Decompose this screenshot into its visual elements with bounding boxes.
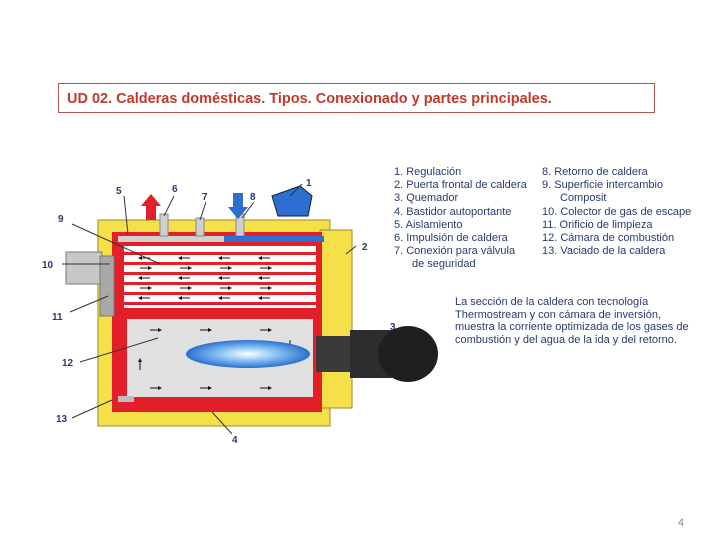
legend-item: 4. Bastidor autoportante xyxy=(394,205,512,218)
flow-return-arrow xyxy=(228,193,248,219)
callout-5: 5 xyxy=(116,186,122,197)
title-box: UD 02. Calderas domésticas. Tipos. Conex… xyxy=(58,83,655,113)
callout-13: 13 xyxy=(56,414,68,425)
callout-1: 1 xyxy=(306,178,312,189)
legend-item: 7. Conexión para válvula xyxy=(394,245,516,258)
exhaust-collector xyxy=(65,251,115,317)
legend-item: 8. Retorno de caldera xyxy=(542,166,648,178)
legend-item: 10. Colector de gas de escape xyxy=(542,205,692,218)
callout-2: 2 xyxy=(362,242,368,253)
heat-exchange-surface xyxy=(124,246,316,308)
callout-3: 3 xyxy=(390,322,396,333)
flame xyxy=(186,340,310,368)
slide-title: UD 02. Calderas domésticas. Tipos. Conex… xyxy=(67,91,552,107)
callout-8: 8 xyxy=(250,192,256,203)
callout-7: 7 xyxy=(202,192,208,203)
legend-item: 6. Impulsión de caldera xyxy=(394,232,508,245)
flow-out-arrow xyxy=(141,194,161,220)
callout-4: 4 xyxy=(232,435,238,446)
page-number: 4 xyxy=(677,517,684,529)
callout-12: 12 xyxy=(62,358,74,369)
diagram-description: La sección de la caldera con tecnología … xyxy=(455,296,689,346)
leader-lines xyxy=(62,183,385,435)
legend-item: 1. Regulación xyxy=(394,166,462,178)
control-unit xyxy=(271,185,313,217)
legend-item: de seguridad xyxy=(412,258,476,271)
legend-item: 5. Aislamiento xyxy=(394,218,463,231)
legend-item: 9. Superficie intercambio xyxy=(542,179,664,192)
callout-numbers: 1 2 3 4 5 6 7 8 9 10 11 12 13 xyxy=(42,178,396,446)
callout-10: 10 xyxy=(42,260,54,271)
legend-item: 12. Cámara de combustión xyxy=(542,232,675,245)
callout-6: 6 xyxy=(172,184,178,195)
legend-right: 8. Retorno de caldera 9. Superficie inte… xyxy=(542,166,691,258)
legend-item: 11. Orificio de limpieza xyxy=(542,218,653,231)
callout-11: 11 xyxy=(52,312,63,323)
legend-item: 2. Puerta frontal de caldera xyxy=(394,179,527,192)
top-connections xyxy=(159,213,324,242)
callout-9: 9 xyxy=(58,214,64,225)
legend-left: 1. Regulación 2. Puerta frontal de calde… xyxy=(394,166,527,272)
burner xyxy=(316,326,438,382)
legend-item: 3. Quemador xyxy=(394,192,459,205)
drain xyxy=(118,396,134,402)
legend-item: 13. Vaciado de la caldera xyxy=(542,245,666,258)
legend-item: Composit xyxy=(560,192,607,205)
